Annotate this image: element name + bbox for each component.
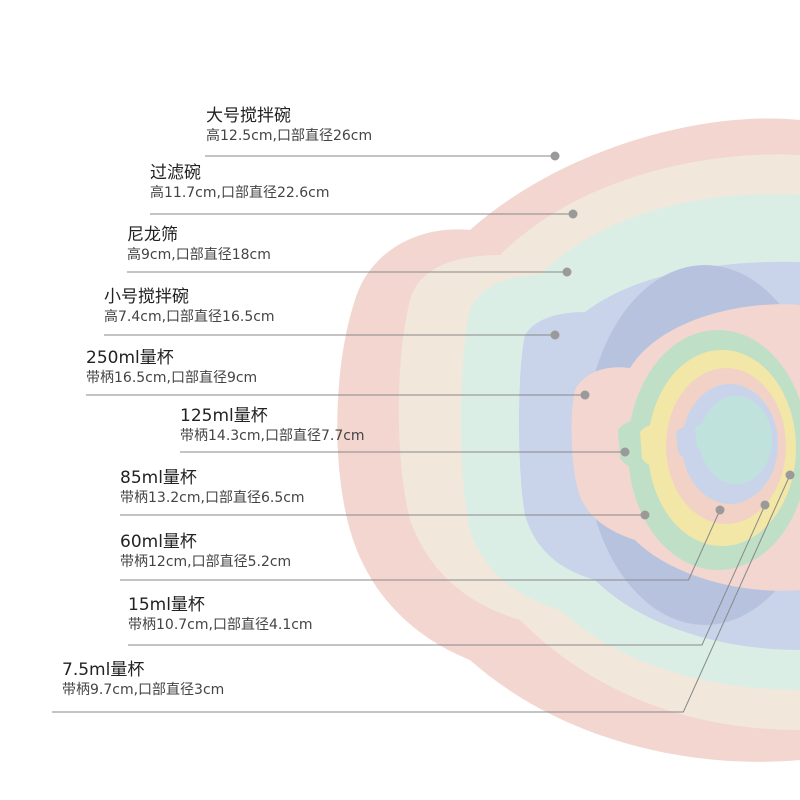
item-title: 尼龙筛 <box>127 225 178 245</box>
leader-dot <box>640 510 650 520</box>
item-spec: 高7.4cm,口部直径16.5cm <box>104 309 275 325</box>
item-spec: 带柄10.7cm,口部直径4.1cm <box>128 617 313 633</box>
item-title: 250ml量杯 <box>86 348 174 368</box>
item-spec: 高11.7cm,口部直径22.6cm <box>150 185 330 201</box>
item-title: 85ml量杯 <box>120 468 197 488</box>
item-title: 125ml量杯 <box>180 406 268 426</box>
item-label: 7.5ml量杯 带柄9.7cm,口部直径3cm <box>62 660 224 699</box>
item-title: 60ml量杯 <box>120 532 197 552</box>
leader-dot <box>785 470 795 480</box>
item-spec: 带柄16.5cm,口部直径9cm <box>86 370 258 386</box>
item-label: 过滤碗 高11.7cm,口部直径22.6cm <box>150 163 329 202</box>
leader-dot <box>562 267 572 277</box>
item-title: 15ml量杯 <box>128 595 205 615</box>
item-spec: 高12.5cm,口部直径26cm <box>206 128 373 144</box>
item-label: 尼龙筛 高9cm,口部直径18cm <box>127 225 271 264</box>
item-title: 小号搅拌碗 <box>104 287 189 307</box>
item-spec: 带柄12cm,口部直径5.2cm <box>120 554 292 570</box>
leader-dot <box>760 500 770 510</box>
item-spec: 带柄13.2cm,口部直径6.5cm <box>120 490 305 506</box>
leader-dot <box>620 447 630 457</box>
leader-dot <box>550 151 560 161</box>
item-label: 250ml量杯 带柄16.5cm,口部直径9cm <box>86 348 257 387</box>
item-label: 85ml量杯 带柄13.2cm,口部直径6.5cm <box>120 468 305 507</box>
item-title: 7.5ml量杯 <box>62 660 145 680</box>
item-label: 大号搅拌碗 高12.5cm,口部直径26cm <box>206 106 372 145</box>
leader-line <box>120 509 721 581</box>
item-spec: 高9cm,口部直径18cm <box>127 247 271 263</box>
item-label: 15ml量杯 带柄10.7cm,口部直径4.1cm <box>128 595 313 634</box>
item-spec: 带柄14.3cm,口部直径7.7cm <box>180 428 365 444</box>
leader-dot <box>580 390 590 400</box>
leader-line <box>128 504 766 646</box>
item-label: 125ml量杯 带柄14.3cm,口部直径7.7cm <box>180 406 365 445</box>
item-spec: 带柄9.7cm,口部直径3cm <box>62 682 225 698</box>
item-title: 过滤碗 <box>150 163 201 183</box>
leader-line <box>52 474 791 713</box>
item-label: 小号搅拌碗 高7.4cm,口部直径16.5cm <box>104 287 275 326</box>
leader-dot <box>568 209 578 219</box>
leader-dot <box>550 330 560 340</box>
item-title: 大号搅拌碗 <box>206 106 291 126</box>
item-label: 60ml量杯 带柄12cm,口部直径5.2cm <box>120 532 291 571</box>
leader-dot <box>715 505 725 515</box>
